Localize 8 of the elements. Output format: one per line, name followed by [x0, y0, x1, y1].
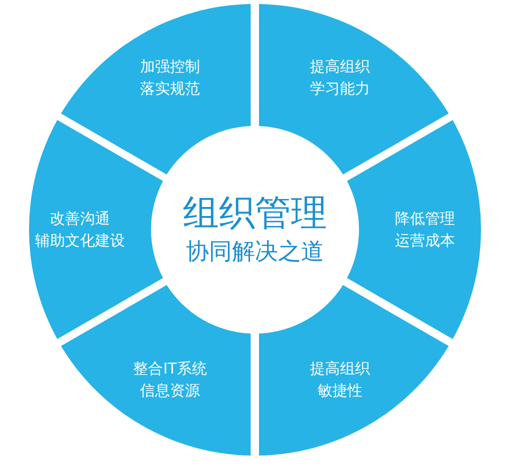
segment-label: 整合IT系统信息资源 — [133, 358, 207, 401]
segment-label: 加强控制落实规范 — [140, 56, 200, 99]
segment-label: 降低管理运营成本 — [395, 208, 455, 251]
center-heading: 组织管理 — [183, 192, 327, 236]
center-subheading: 协同解决之道 — [186, 238, 324, 266]
segment-label: 提高组织学习能力 — [310, 56, 370, 99]
segment-label: 改善沟通辅助文化建设 — [35, 208, 125, 251]
segment-label: 提高组织敏捷性 — [310, 358, 370, 401]
